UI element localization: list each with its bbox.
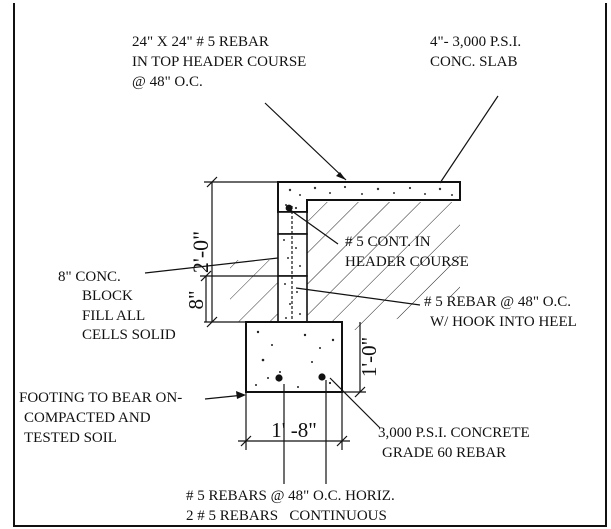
footing xyxy=(245,321,343,393)
footing-rebar-1 xyxy=(275,374,283,382)
dim-block-course-text: 8" xyxy=(184,290,208,309)
footing-rebar-2 xyxy=(318,373,326,381)
label-slab: 4"- 3,000 P.S.I. CONC. SLAB xyxy=(430,34,525,70)
label-rebar-hook: # 5 REBAR @ 48" O.C. W/ HOOK INTO HEEL xyxy=(424,294,577,330)
page-frame xyxy=(13,3,607,527)
dim-footing-width-text: 1' -8" xyxy=(271,418,317,442)
dim-wall-height xyxy=(204,176,278,328)
label-cont-rebar: # 5 CONT. IN HEADER COURSE xyxy=(345,234,469,270)
dim-block-course xyxy=(200,270,278,322)
footing-aggregate xyxy=(255,330,335,388)
label-concrete-spec: 3,000 P.S.I. CONCRETE GRADE 60 REBAR xyxy=(378,425,533,461)
dim-footing-width xyxy=(238,392,350,450)
soil-hatch xyxy=(300,202,460,330)
block-course-1 xyxy=(277,233,308,277)
block-fill-dots xyxy=(283,239,301,319)
label-top-header-rebar: 24" X 24" # 5 REBAR IN TOP HEADER COURSE… xyxy=(132,34,310,90)
slab-aggregate-dots xyxy=(285,185,453,210)
leader-lines xyxy=(144,95,499,484)
dim-footing-height xyxy=(342,322,366,398)
label-block: 8" CONC. BLOCK FILL ALL CELLS SOLID xyxy=(58,269,176,343)
label-footing-bear: FOOTING TO BEAR ON- COMPACTED AND TESTED… xyxy=(19,390,186,446)
dim-footing-height-text: 1'-0" xyxy=(357,337,381,377)
label-footing-rebar: # 5 REBARS @ 48" O.C. HORIZ. 2 # 5 REBAR… xyxy=(186,488,398,524)
